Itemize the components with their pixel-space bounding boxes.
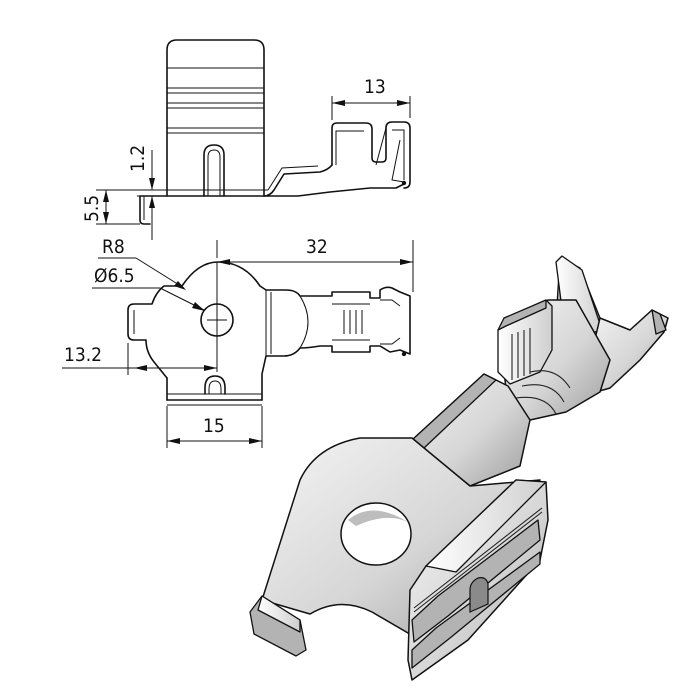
side-view: 13 1.2 5.5: [81, 39, 411, 240]
dim-5-5: 5.5: [81, 195, 103, 222]
isometric-view: [249, 255, 669, 681]
dim-hole-diameter: Ø6.5: [94, 265, 135, 287]
dim-13: 13: [364, 76, 386, 98]
dim-32: 32: [306, 236, 328, 258]
dim-15: 15: [203, 415, 225, 437]
dim-13-2: 13.2: [64, 344, 102, 366]
top-view: 32 R8 Ø6.5 13.2 15: [62, 236, 414, 448]
dim-1-2: 1.2: [127, 145, 149, 172]
dim-r8: R8: [102, 236, 125, 258]
